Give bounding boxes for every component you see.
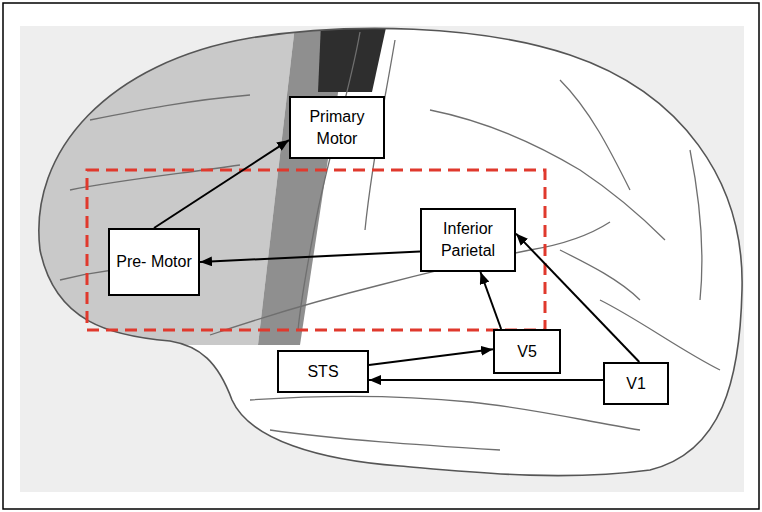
primary-motor-shading <box>318 0 392 92</box>
box-label: Primary Motor <box>297 106 377 149</box>
temporal-sulcus <box>270 430 500 450</box>
sulci-lines <box>60 32 720 450</box>
occipital-sulcus <box>690 150 702 300</box>
box-label: V5 <box>517 341 537 363</box>
arrow-connector <box>369 349 493 365</box>
central-sulcus <box>298 32 360 330</box>
arrow-connector <box>369 379 603 381</box>
arrow-connector <box>200 252 420 262</box>
box-label: Pre- Motor <box>116 251 192 273</box>
process-box: STS <box>277 350 369 393</box>
parietal-sulcus <box>560 80 630 190</box>
process-box: Inferior Parietal <box>420 208 516 272</box>
process-box: V1 <box>603 362 669 405</box>
outer-frame <box>3 3 759 509</box>
box-label: STS <box>307 361 338 383</box>
brain-outline <box>39 28 742 475</box>
arrow-connector <box>516 234 639 362</box>
box-label: V1 <box>626 373 646 395</box>
process-box: V5 <box>493 329 561 374</box>
process-box: Primary Motor <box>289 96 385 159</box>
sylvian-fissure <box>210 222 610 335</box>
dashed-region <box>87 170 545 330</box>
premotor-shading <box>0 0 298 345</box>
frontal-sulcus <box>90 95 250 120</box>
occipital-sulcus <box>600 300 720 370</box>
temporal-sulcus <box>250 396 640 430</box>
arrow-connector <box>154 140 289 228</box>
process-box: Pre- Motor <box>108 228 200 296</box>
box-label: Inferior Parietal <box>428 218 508 261</box>
arrow-connector <box>480 272 501 329</box>
